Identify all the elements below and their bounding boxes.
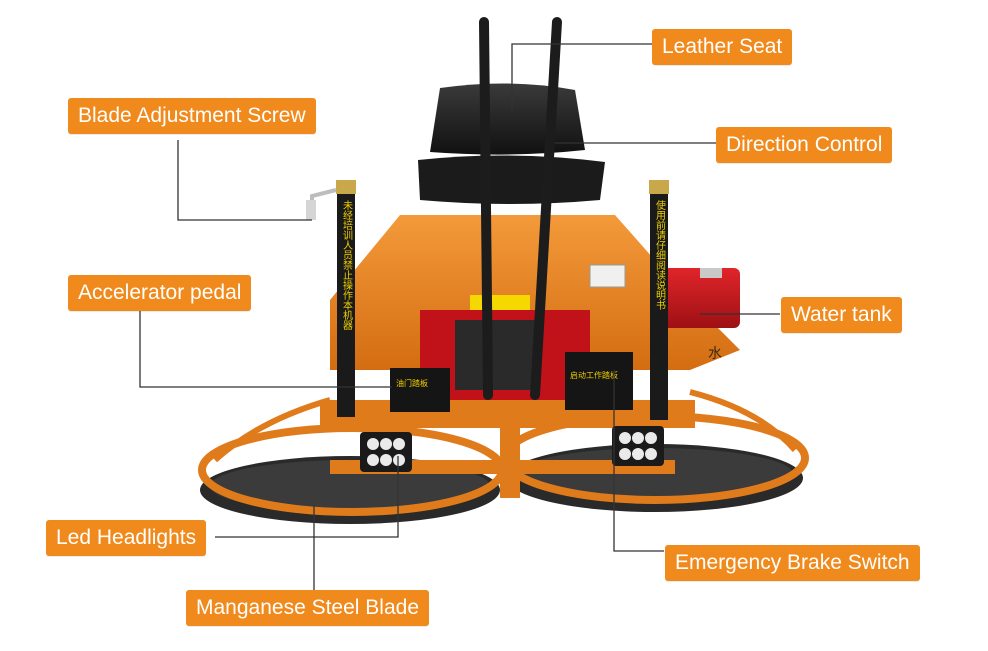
blade-adjustment-crank: [306, 188, 337, 220]
left-led-headlight: [360, 432, 412, 472]
right-led-headlight: [612, 426, 664, 466]
leader-lines: [139, 43, 780, 590]
label-direction-control: Direction Control: [716, 127, 893, 163]
left-post: [337, 192, 355, 417]
label-leather-seat: Leather Seat: [652, 29, 793, 65]
label-accelerator-pedal: Accelerator pedal: [68, 275, 252, 311]
label-led-headlights: Led Headlights: [46, 520, 207, 556]
label-manganese-steel-blade: Manganese Steel Blade: [186, 590, 429, 626]
brake-pedal-box: [565, 352, 633, 410]
right-post: [650, 190, 668, 420]
right-post-marking: 使用前请仔细阅读说明书: [654, 199, 666, 311]
lower-frame: [320, 400, 695, 428]
label-water-tank: Water tank: [781, 297, 902, 333]
label-emergency-brake-switch: Emergency Brake Switch: [665, 545, 920, 581]
right-box-marking: 启动工作踏板: [570, 370, 618, 380]
left-box-marking: 油门踏板: [396, 378, 428, 388]
water-tank: [660, 268, 740, 328]
left-post-marking: 未经培训人员禁止操作本机器: [341, 200, 353, 331]
right-control-stick: [530, 17, 562, 400]
label-blade-adjustment-screw: Blade Adjustment Screw: [68, 98, 316, 134]
tank-marking: 水: [708, 346, 722, 362]
accelerator-pedal-box: [390, 368, 450, 412]
left-control-stick: [479, 17, 493, 400]
